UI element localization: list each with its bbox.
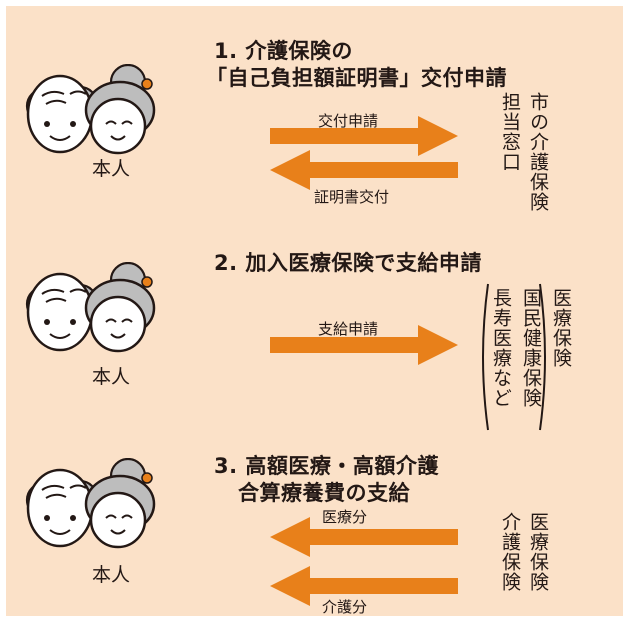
step2-office-col2: 国民健康保険	[520, 288, 542, 408]
step3-office-col2: 介護保険	[499, 512, 521, 592]
step1-office-col2: 担当窓口	[499, 92, 521, 172]
person-caption: 本人	[92, 564, 131, 586]
arrow-right	[270, 116, 458, 156]
elderly-couple-icon	[25, 262, 156, 353]
person-caption: 本人	[92, 158, 131, 180]
step2-title: 2. 加入医療保険で支給申請	[214, 251, 482, 275]
step3-arrow1-label: 医療分	[322, 508, 368, 526]
step2-office-col3: 長寿医療など	[490, 288, 512, 408]
step3-office-col1: 医療保険	[527, 512, 549, 592]
step1-arrow1-label: 交付申請	[318, 112, 379, 130]
bracket-right	[539, 283, 546, 431]
step1-arrow2-label: 証明書交付	[314, 188, 390, 206]
step1-title-line2: 「自己負担額証明書」交付申請	[206, 66, 507, 90]
step3-title-line2: 合算療養費の支給	[238, 481, 410, 505]
step3-arrow2-label: 介護分	[322, 598, 368, 616]
person-caption: 本人	[92, 366, 131, 388]
bracket-left	[482, 283, 489, 431]
step3-title-line1: 3. 高額医療・高額介護	[214, 454, 439, 478]
step2-office-col1: 医療保険	[550, 288, 572, 368]
arrow-left	[270, 150, 458, 190]
step1-title-line1: 1. 介護保険の	[214, 39, 353, 63]
arrow-left	[270, 517, 458, 557]
step1-office-col1: 市の介護保険	[527, 92, 549, 212]
arrow-left	[270, 566, 458, 606]
arrow-right	[270, 325, 458, 365]
elderly-couple-icon	[25, 458, 156, 549]
step2-arrow1-label: 支給申請	[318, 320, 379, 338]
